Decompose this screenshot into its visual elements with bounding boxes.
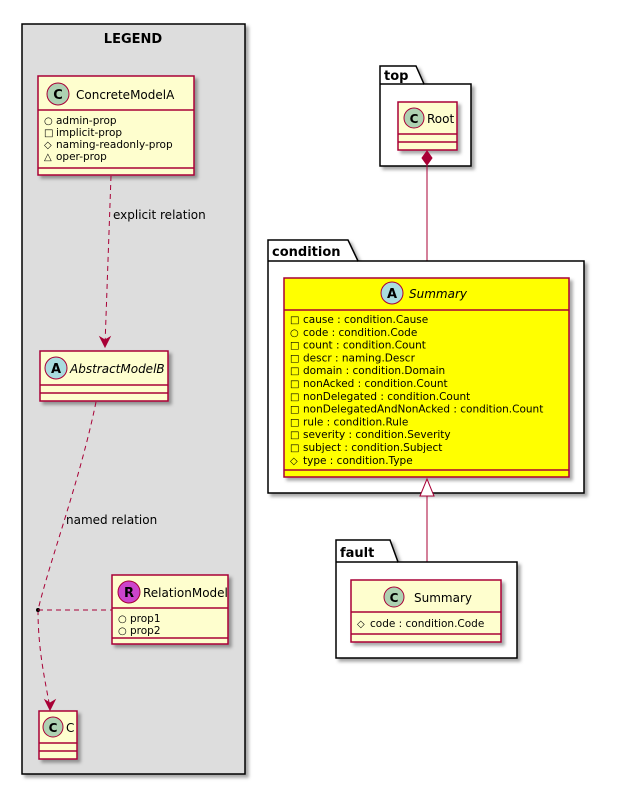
field-label: descr : naming.Descr <box>303 352 416 364</box>
explicit-relation-arrow: explicit relation <box>98 175 206 349</box>
stereotype-letter: A <box>51 362 61 377</box>
field-label: domain : condition.Domain <box>303 365 445 377</box>
field-label: severity : condition.Severity <box>303 429 451 441</box>
class-icon <box>46 82 70 106</box>
field-label: rule : condition.Rule <box>303 416 408 428</box>
field-label: code : condition.Code <box>370 618 484 630</box>
named-relation-label: named relation <box>66 513 157 527</box>
relation-icon <box>117 580 141 604</box>
field-label: nonAcked : condition.Count <box>303 378 448 390</box>
field-icon: □ <box>290 366 299 377</box>
field-label: subject : condition.Subject <box>303 442 442 454</box>
stereotype-letter: R <box>124 586 134 601</box>
property-label: implicit-prop <box>56 127 122 139</box>
stereotype-letter: C <box>390 591 399 605</box>
property-label: naming-readonly-prop <box>56 139 173 151</box>
property-label: prop2 <box>130 625 161 637</box>
field-icon: ◇ <box>290 456 298 467</box>
field-label: count : condition.Count <box>303 340 426 352</box>
property-icon: △ <box>44 152 52 163</box>
field-icon: □ <box>290 417 299 428</box>
inheritance-triangle-icon <box>419 477 435 497</box>
field-icon: ○ <box>290 328 299 339</box>
class-name: Root <box>427 112 454 126</box>
field-icon: □ <box>290 353 299 364</box>
composition-diamond-icon <box>421 150 433 166</box>
property-label: admin-prop <box>56 115 117 127</box>
field-icon: ◇ <box>357 619 365 630</box>
property-label: prop1 <box>130 613 161 625</box>
class-c[interactable]: C C <box>38 710 78 760</box>
abstract-icon <box>380 281 404 305</box>
class-name: Summary <box>414 591 472 605</box>
property-icon: ○ <box>118 614 127 625</box>
package-label: top <box>384 69 408 84</box>
stereotype-letter: C <box>53 88 63 103</box>
stereotype-letter: A <box>387 287 397 302</box>
field-icon: □ <box>290 430 299 441</box>
field-icon: □ <box>290 341 299 352</box>
class-name: RelationModel <box>143 586 228 600</box>
class-name: ConcreteModelA <box>76 88 175 102</box>
class-icon <box>42 716 64 738</box>
field-icon: □ <box>290 315 299 326</box>
class-root[interactable]: C Root <box>397 101 458 151</box>
field-label: code : condition.Code <box>303 327 417 339</box>
class-fault-summary[interactable]: C Summary ◇ code : condition.Code <box>350 579 502 643</box>
class-name: AbstractModelB <box>69 362 165 376</box>
explicit-relation-label: explicit relation <box>113 208 206 222</box>
field-icon: □ <box>290 405 299 416</box>
class-abstract-model-b[interactable]: A AbstractModelB <box>39 350 169 402</box>
abstract-icon <box>44 356 68 380</box>
field-icon: □ <box>290 392 299 403</box>
property-icon: □ <box>44 128 53 139</box>
field-icon: □ <box>290 443 299 454</box>
class-icon <box>383 586 405 608</box>
field-label: nonDelegatedAndNonAcked : condition.Coun… <box>303 404 543 416</box>
field-label: cause : condition.Cause <box>303 314 428 326</box>
field-icon: □ <box>290 379 299 390</box>
class-name: Summary <box>409 287 468 301</box>
legend-title: LEGEND <box>104 32 163 47</box>
package-label: condition <box>272 245 341 260</box>
stereotype-letter: C <box>410 112 419 126</box>
named-relation-arrow: named relation <box>36 401 157 712</box>
class-condition-summary[interactable]: A Summary □ cause : condition.Cause ○ code … <box>283 277 570 478</box>
property-label: oper-prop <box>56 151 107 163</box>
class-icon <box>403 107 425 129</box>
composition-connector <box>421 150 433 278</box>
property-icon: ○ <box>44 116 53 127</box>
field-list: □ cause : condition.Cause ○ code : conditio… <box>290 314 543 467</box>
property-icon: ◇ <box>44 140 52 151</box>
field-label: type : condition.Type <box>303 455 413 467</box>
package-label: fault <box>340 546 374 561</box>
class-concrete-model-a[interactable]: C ConcreteModelA ○ admin-prop □ implicit… <box>37 75 195 176</box>
field-label: nonDelegated : condition.Count <box>303 391 470 403</box>
property-icon: ○ <box>118 626 127 637</box>
class-name: C <box>66 721 74 735</box>
stereotype-letter: C <box>49 721 58 735</box>
class-relation-model[interactable]: R RelationModel ○ prop1 ○ prop2 <box>111 574 229 645</box>
